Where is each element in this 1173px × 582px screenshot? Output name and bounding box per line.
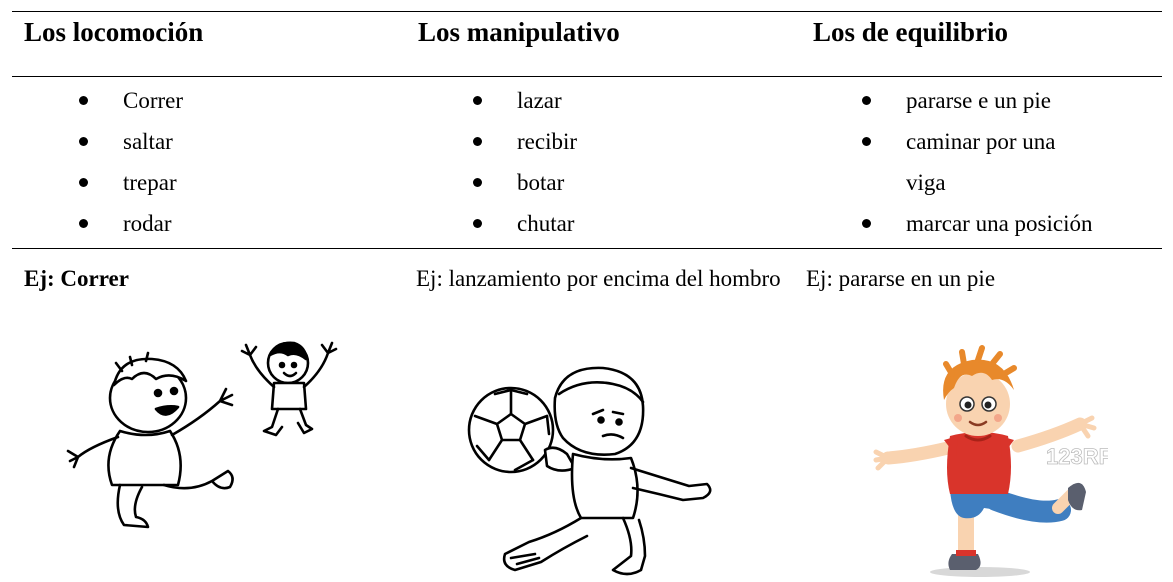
watermark-text: 123RF [1046,444,1108,469]
big-running-kid [66,351,234,529]
list-equilibrio: pararse e un pie caminar por una viga ma… [861,80,1092,244]
table-header-rule [12,76,1162,77]
header-equilibrio: Los de equilibrio [813,17,1009,47]
list-item: chutar [472,203,577,244]
running-children-illustration [66,341,338,529]
child-balancing-illustration: 123RF [873,345,1108,577]
header-locomocion: Los locomoción [24,17,204,47]
list-item: Correr [78,80,183,121]
list-item: lazar [472,80,577,121]
list-item-continuation: viga [906,170,946,195]
list-locomocion: Correr saltar trepar rodar [78,80,183,244]
list-item: botar [472,162,577,203]
header-manipulativo: Los manipulativo [418,17,620,47]
list-manipulativo: lazar recibir botar chutar [472,80,577,244]
ball-throwing-kid [502,366,712,576]
example-equilibrio: Ej: pararse en un pie [806,266,996,291]
child-with-ball-illustration [467,366,712,576]
table-row-rule [12,248,1162,249]
soccer-ball-icon [467,386,555,474]
list-item: rodar [78,203,183,244]
list-item: saltar [78,121,183,162]
list-item: caminar por una [861,121,1092,162]
list-item: pararse e un pie [861,80,1092,121]
list-item: recibir [472,121,577,162]
table-top-rule [12,11,1162,12]
list-item: marcar una posición [861,203,1092,244]
small-jumping-kid [240,341,338,437]
list-item: trepar [78,162,183,203]
example-manipulativo: Ej: lanzamiento por encima del hombro [416,266,781,291]
example-locomocion: Ej: Correr [24,266,129,291]
